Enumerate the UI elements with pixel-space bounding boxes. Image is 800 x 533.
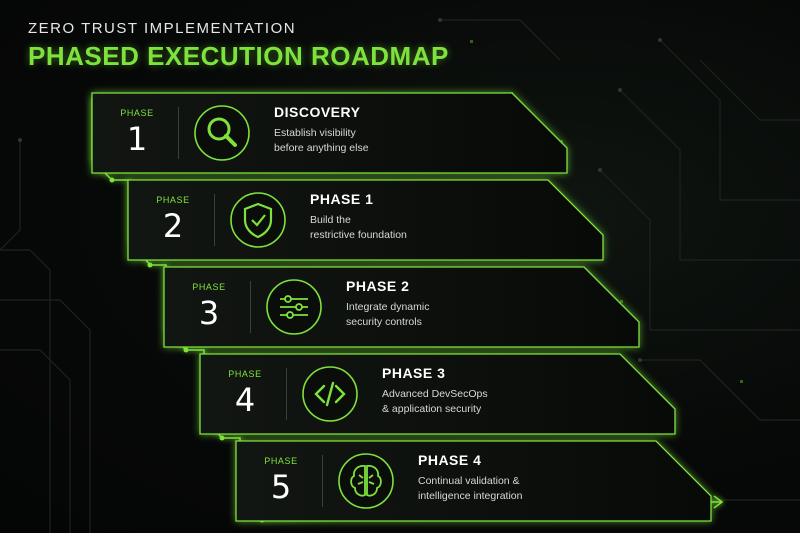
- phase-step-3: PHASE 3 PHASE 2 Integrate dynamic security c…: [163, 266, 724, 348]
- phase-description: Integrate dynamic security controls: [346, 300, 516, 330]
- magnifier-icon: [194, 105, 250, 161]
- description-line-1: Continual validation &: [418, 475, 520, 487]
- phase-number: 5: [270, 468, 292, 506]
- page-title: PHASED EXECUTION ROADMAP: [28, 41, 449, 71]
- brain-icon: [338, 453, 394, 509]
- sliders-icon: [266, 279, 322, 335]
- phase-description: Continual validation & intelligence integ…: [418, 474, 588, 504]
- phase-description: Establish visibility before anything else: [274, 126, 444, 156]
- phase-description: Advanced DevSecOps & application security: [382, 387, 552, 417]
- phase-number: 3: [198, 294, 220, 332]
- divider: [322, 455, 323, 507]
- description-line-2: security controls: [346, 316, 422, 328]
- phase-step-2: PHASE 2 PHASE 1 Build the restrictive founda…: [127, 179, 688, 261]
- page-subtitle: ZERO TRUST IMPLEMENTATION: [28, 20, 297, 37]
- phase-name: DISCOVERY: [274, 104, 361, 120]
- phase-number: 2: [162, 207, 184, 245]
- phase-description: Build the restrictive foundation: [310, 213, 480, 243]
- code-icon: [302, 366, 358, 422]
- phase-label: PHASE: [192, 282, 226, 292]
- phase-step-5: PHASE 5 PHASE 4 Continual validation & intel…: [235, 440, 796, 522]
- description-line-1: Advanced DevSecOps: [382, 388, 488, 400]
- shield-check-icon: [230, 192, 286, 248]
- phase-name: PHASE 2: [346, 278, 410, 294]
- description-line-1: Establish visibility: [274, 127, 356, 139]
- phase-step-4: PHASE 4 PHASE 3 Advanced DevSecOps & applica…: [199, 353, 760, 435]
- divider: [250, 281, 251, 333]
- phase-label: PHASE: [228, 369, 262, 379]
- phase-label: PHASE: [120, 108, 154, 118]
- description-line-1: Build the: [310, 214, 351, 226]
- divider: [286, 368, 287, 420]
- phase-name: PHASE 4: [418, 452, 482, 468]
- description-line-2: & application security: [382, 403, 482, 415]
- phase-step-1: PHASE 1 DISCOVERY Establish visibility befor…: [91, 92, 652, 174]
- phase-number: 1: [126, 120, 148, 158]
- header: ZERO TRUST IMPLEMENTATION PHASED EXECUTI…: [28, 20, 449, 72]
- phase-name: PHASE 3: [382, 365, 446, 381]
- divider: [214, 194, 215, 246]
- description-line-1: Integrate dynamic: [346, 301, 430, 313]
- description-line-2: restrictive foundation: [310, 229, 407, 241]
- phase-label: PHASE: [264, 456, 298, 466]
- phase-number: 4: [234, 381, 256, 419]
- phase-name: PHASE 1: [310, 191, 374, 207]
- divider: [178, 107, 179, 159]
- description-line-2: before anything else: [274, 142, 369, 154]
- description-line-2: intelligence integration: [418, 490, 523, 502]
- phase-label: PHASE: [156, 195, 190, 205]
